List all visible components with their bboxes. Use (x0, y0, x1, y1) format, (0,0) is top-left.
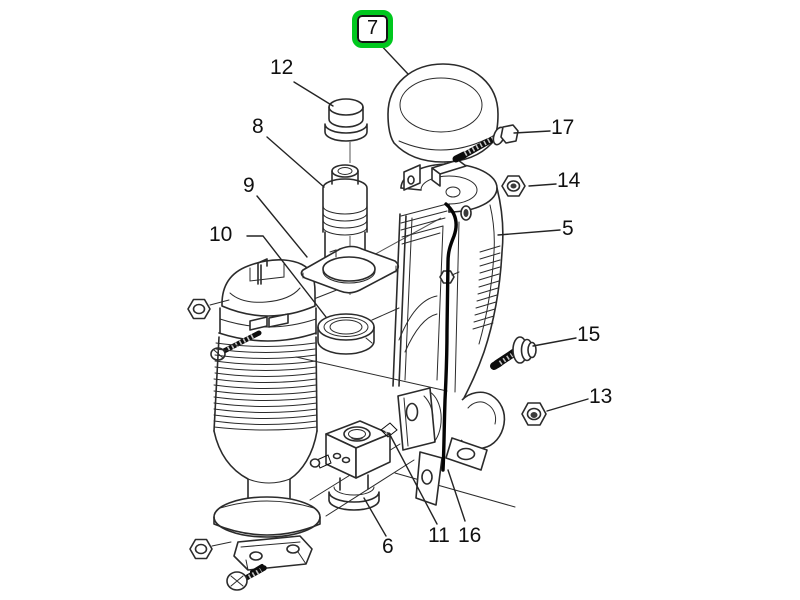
callout-6[interactable]: 6 (382, 535, 394, 558)
right-strut-cutaway (392, 159, 506, 506)
sensor-cable (441, 202, 458, 472)
callout-13[interactable]: 13 (589, 385, 613, 408)
left-strut-assembly (210, 258, 321, 574)
valve-cap (324, 98, 368, 142)
callout-11[interactable]: 11 (428, 524, 450, 547)
callout-7-highlight[interactable]: 7 (352, 10, 394, 48)
callout-8[interactable]: 8 (252, 115, 264, 138)
long-bolt (452, 124, 519, 163)
set-screw (380, 422, 398, 438)
callout-9[interactable]: 9 (243, 174, 255, 197)
callout-12[interactable]: 12 (270, 56, 294, 79)
hex-nut-13 (521, 402, 547, 426)
callout-14[interactable]: 14 (557, 169, 581, 192)
callout-10[interactable]: 10 (209, 223, 233, 246)
callout-17[interactable]: 17 (551, 116, 575, 139)
side-screw (221, 330, 262, 354)
lower-left-nut (189, 538, 232, 560)
callout-7[interactable]: 7 (357, 15, 389, 43)
callout-5[interactable]: 5 (562, 217, 574, 240)
callout-16[interactable]: 16 (458, 524, 482, 547)
retaining-clip (257, 258, 268, 285)
hex-nut-14 (501, 175, 526, 197)
callout-15[interactable]: 15 (577, 323, 601, 346)
flange-bolt (490, 336, 537, 370)
clamp-block (309, 420, 391, 511)
upper-left-nut (187, 298, 230, 320)
callout-leader-lines (246, 40, 589, 537)
retainer-plate (300, 245, 400, 294)
bottom-screw (226, 565, 267, 591)
threaded-ring (317, 313, 375, 355)
